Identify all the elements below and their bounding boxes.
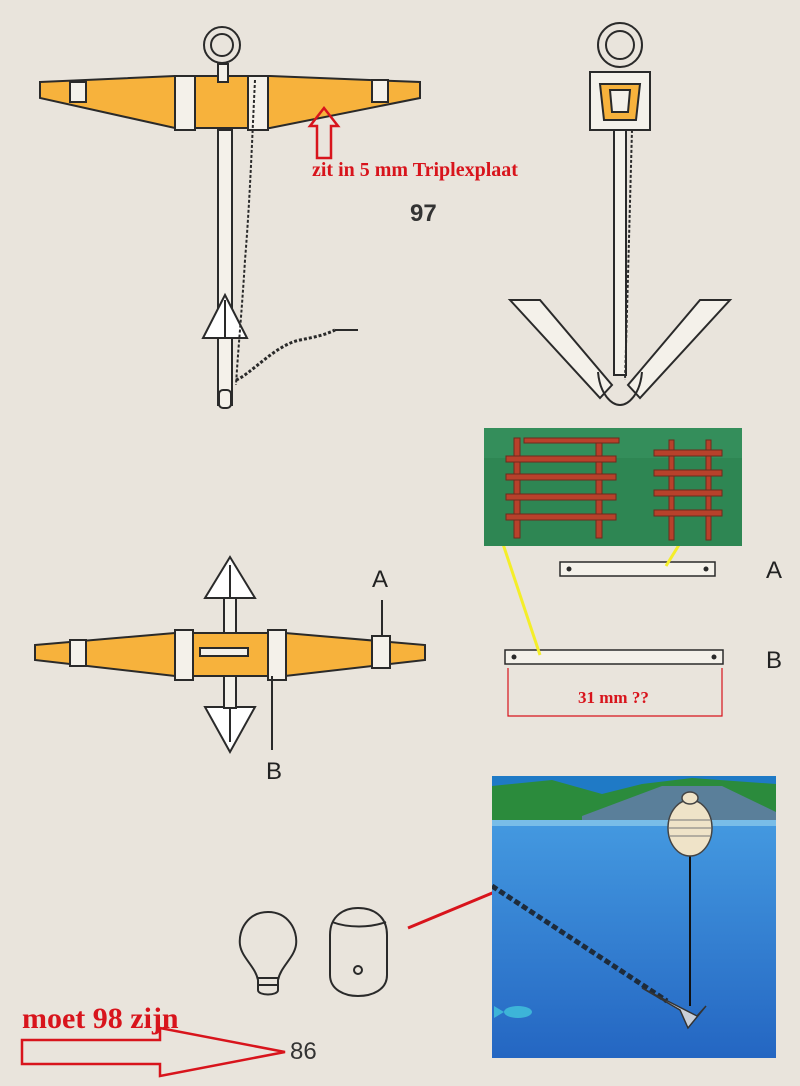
page-number-top: 97	[410, 200, 437, 227]
buoy-photo	[492, 776, 776, 1058]
buoy-outline-icon	[238, 906, 388, 998]
page-correction-annotation: moet 98 zijn	[22, 1002, 179, 1035]
anchor-front-view-icon	[507, 22, 733, 407]
strip-b-shape	[504, 649, 724, 665]
ladder-photo-icon	[484, 428, 742, 546]
page-number-bottom: 86	[290, 1038, 317, 1065]
dimension-bracket	[507, 668, 723, 717]
arrow-up-icon	[307, 105, 341, 160]
triplex-annotation: zit in 5 mm Triplexplaat	[312, 159, 518, 181]
strip-a-label: A	[766, 557, 783, 584]
label-b-top-view: B	[266, 758, 283, 785]
anchor-top-view-icon	[34, 555, 426, 755]
anchor-side-view-icon	[39, 26, 421, 409]
strip-b-label: B	[766, 647, 783, 674]
label-a-top-view: A	[372, 566, 389, 593]
ladder-photo	[484, 428, 742, 546]
buoy-photo-icon	[492, 776, 776, 1058]
length-annotation: 31 mm ??	[578, 688, 649, 707]
arrow-right-icon	[20, 1026, 286, 1078]
strip-a-shape	[559, 561, 716, 577]
